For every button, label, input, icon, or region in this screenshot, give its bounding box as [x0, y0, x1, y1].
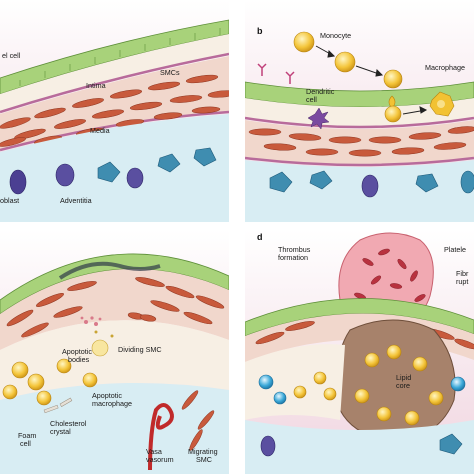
panel-letter-b: b — [257, 26, 263, 36]
vasa-vasorum — [148, 403, 174, 471]
panel-d: d Thrombus formation Platele Fibr rupt L… — [245, 230, 474, 474]
label-foam-cell-2: cell — [20, 439, 31, 448]
label-endothelial: el cell — [2, 51, 21, 60]
adventitial-cells — [97, 147, 217, 183]
migrating-smc — [181, 390, 215, 451]
label-apoptotic-bodies-2: bodies — [68, 355, 90, 364]
dendritic-cell — [307, 107, 330, 130]
label-adventitia: Adventitia — [60, 196, 92, 205]
label-platelets: Platele — [444, 245, 466, 254]
panel-c: Apoptotic bodies Dividing SMC Apoptotic … — [0, 230, 229, 474]
label-intima: Intima — [86, 81, 106, 90]
label-monocyte: Monocyte — [320, 31, 351, 40]
intima-band — [0, 34, 229, 112]
label-dendritic-2: cell — [306, 95, 317, 104]
plaque-core — [0, 320, 229, 400]
label-cholesterol-crystal-2: crystal — [50, 427, 71, 436]
smc-cells — [6, 277, 225, 338]
adventitial-cells — [260, 433, 463, 457]
label-fibrous-1: Fibr — [456, 269, 469, 278]
adhesion-receptors — [257, 63, 295, 84]
label-foam-cell-1: Foam — [18, 431, 36, 440]
matrix-fibres — [58, 261, 161, 280]
intima-band — [245, 98, 474, 127]
apoptotic-bodies — [80, 316, 102, 326]
adventitia-band — [245, 160, 474, 222]
platelets — [354, 248, 426, 302]
panel-a: el cell Intima SMCs Media Adventitia obl… — [0, 0, 229, 222]
label-lipid-core-2: core — [396, 381, 410, 390]
label-media: Media — [90, 126, 110, 135]
label-lipid-core-1: Lipid — [396, 373, 411, 382]
adventitial-cells — [269, 170, 474, 198]
label-dendritic-1: Dendritic — [306, 87, 335, 96]
label-migrating-smc-1: Migrating — [188, 447, 218, 456]
dividing-smc — [127, 312, 157, 322]
label-dividing-smc: Dividing SMC — [118, 345, 162, 354]
label-macrophage: Macrophage — [425, 63, 465, 72]
label-migrating-smc-2: SMC — [196, 455, 212, 464]
endothelial-layer — [245, 81, 474, 108]
foam-cells — [293, 344, 444, 426]
cholesterol-crystals — [43, 397, 73, 414]
label-thrombus-2: formation — [278, 253, 308, 262]
panel-letter-d: d — [257, 232, 263, 242]
smc-cells — [0, 74, 229, 147]
fibroblast-cells — [9, 163, 144, 195]
label-fibrous-2: rupt — [456, 277, 468, 286]
label-thrombus-1: Thrombus — [278, 245, 311, 254]
label-smcs: SMCs — [160, 68, 180, 77]
label-fibroblast: oblast — [0, 196, 19, 205]
label-apoptotic-macrophage-2: macrophage — [92, 399, 132, 408]
panel-b: b Monocyte Macrophage Dendritic cell — [245, 0, 474, 222]
adventitia-band — [245, 420, 474, 474]
label-apoptotic-bodies-1: Apoptotic — [62, 347, 92, 356]
foam-cells — [2, 358, 98, 406]
label-cholesterol-crystal-1: Cholesterol — [50, 419, 87, 428]
media-band — [245, 120, 474, 165]
label-vasa-vasorum-1: Vasa — [146, 447, 162, 456]
label-vasa-vasorum-2: vasorum — [146, 455, 174, 464]
smc-cells — [248, 126, 474, 157]
migration-arrows — [315, 45, 428, 115]
calcified-cells — [258, 374, 466, 405]
monocyte-cells — [293, 31, 403, 123]
apoptotic-macrophage — [91, 330, 114, 357]
label-apoptotic-macrophage-1: Apoptotic — [92, 391, 122, 400]
macrophage-cell — [429, 91, 455, 117]
